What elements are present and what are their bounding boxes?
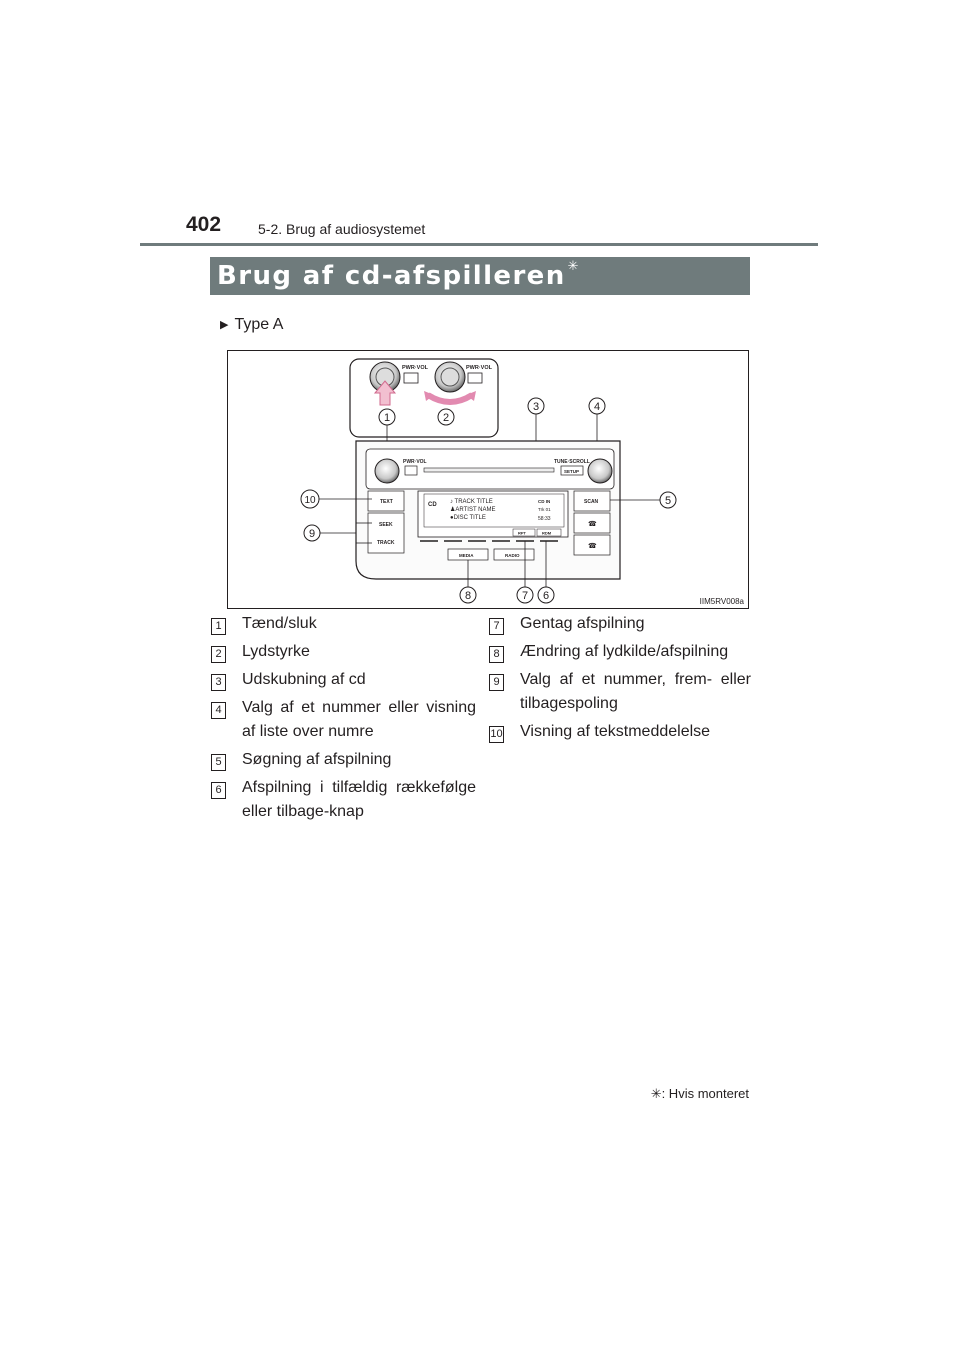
svg-text:☎: ☎ <box>588 542 597 550</box>
callout-3-text: 3 <box>533 401 539 413</box>
legend-number: 9 <box>489 674 504 691</box>
pwr-vol-label-2: PWR·VOL <box>466 365 493 371</box>
callout-4-text: 4 <box>594 401 600 413</box>
rpt-label-box <box>512 528 536 537</box>
scan-button <box>573 490 611 512</box>
tune-scroll-knob <box>587 458 613 484</box>
eject-button <box>404 465 418 476</box>
seek-track-button <box>367 512 405 554</box>
rdm-label: RDM <box>542 531 552 536</box>
section-title: 5-2. Brug af audiosystemet <box>258 221 426 237</box>
legend-number: 1 <box>211 618 226 635</box>
legend-item: 10 Visning af tekstmeddelelse <box>489 720 751 744</box>
legend-item: 2 Lydstyrke <box>211 640 476 664</box>
subheading-text: Type A <box>234 316 284 333</box>
svg-text:☎: ☎ <box>588 520 597 528</box>
legend-number: 7 <box>489 618 504 635</box>
page-title-text: Brug af cd-afspilleren <box>217 261 566 291</box>
tune-scroll-label: TUNE·SCROLL <box>554 459 590 465</box>
callout-2-text: 2 <box>443 412 449 424</box>
media-label: MEDIA <box>459 553 474 558</box>
legend-text: Afspilning i tilfældig rækkefølge eller … <box>242 779 476 820</box>
legend-number: 5 <box>211 754 226 771</box>
legend-item: 4 Valg af et nummer eller visning af list… <box>211 696 476 744</box>
phone-hangup-button <box>573 534 611 556</box>
seek-label: SEEK <box>379 522 393 528</box>
callout-7-text: 7 <box>522 590 528 602</box>
audio-panel-figure: PWR·VOL PWR·VOL 1 2 3 4 <box>227 350 749 609</box>
footnote: ✳: Hvis monteret <box>650 1086 749 1101</box>
legend-item: 6 Afspilning i tilfældig rækkefølge eller… <box>211 776 476 824</box>
callout-1-text: 1 <box>384 412 390 424</box>
callout-8-text: 8 <box>465 590 471 602</box>
display-cd-in: CD IN <box>538 499 550 504</box>
phone-pickup-button <box>573 512 611 534</box>
legend-text: Tænd/sluk <box>242 615 317 632</box>
subheading: ▶ Type A <box>220 316 283 334</box>
setup-label: SETUP <box>564 469 579 474</box>
triangle-bullet-icon: ▶ <box>220 319 229 331</box>
callout-6-text: 6 <box>543 590 549 602</box>
legend-text: Valg af et nummer eller visning af liste… <box>242 699 476 740</box>
display-track-number: Trk 01 <box>538 507 551 512</box>
legend-item: 7 Gentag afspilning <box>489 612 751 636</box>
text-button <box>367 490 405 512</box>
pwr-vol-label-main: PWR·VOL <box>403 459 427 465</box>
legend-item: 5 Søgning af afspilning <box>211 748 476 772</box>
legend-text: Valg af et nummer, frem- eller tilbagesp… <box>520 671 751 712</box>
callout-9-text: 9 <box>309 528 315 540</box>
radio-button <box>493 548 535 561</box>
header-rule <box>140 243 818 246</box>
rpt-label: RPT <box>518 531 527 536</box>
legend-number: 10 <box>489 726 504 743</box>
audio-panel-illustration: PWR·VOL PWR·VOL 1 2 3 4 <box>300 358 677 604</box>
callout-5-text: 5 <box>665 495 671 507</box>
scan-label: SCAN <box>584 499 599 505</box>
disc-slot <box>423 467 555 473</box>
display-artist-name: ♟ARTIST NAME <box>450 506 496 513</box>
legend-text: Lydstyrke <box>242 643 310 660</box>
legend-text: Ændring af lydkilde/afspilning <box>520 643 729 660</box>
turn-arrow-icon <box>426 392 474 405</box>
display-time: 58:33 <box>538 516 551 522</box>
legend-text: Visning af tekstmeddelelse <box>520 723 711 740</box>
legend-number: 6 <box>211 782 226 799</box>
cd-logo: CD <box>428 502 437 508</box>
legend-item: 9 Valg af et nummer, frem- eller tilbages… <box>489 668 751 716</box>
legend-item: 3 Udskubning af cd <box>211 668 476 692</box>
legend-right: 7 Gentag afspilning 8 Ændring af lydkilde/… <box>489 612 751 748</box>
page-number: 402 <box>186 213 222 236</box>
legend-item: 1 Tænd/sluk <box>211 612 476 636</box>
legend-text: Gentag afspilning <box>520 615 645 632</box>
track-label: TRACK <box>377 540 395 546</box>
legend-item: 8 Ændring af lydkilde/afspilning <box>489 640 751 664</box>
power-volume-knob <box>374 458 400 484</box>
callout-10-text: 10 <box>304 495 316 506</box>
radio-label: RADIO <box>505 553 520 558</box>
page-title: Brug af cd-afspilleren✳ <box>210 257 750 295</box>
legend-number: 2 <box>211 646 226 663</box>
pwr-vol-label-1: PWR·VOL <box>402 365 429 371</box>
legend-text: Udskubning af cd <box>242 671 366 688</box>
asterisk-marker: ✳ <box>567 259 580 275</box>
display-track-title: ♪ TRACK TITLE <box>450 499 493 505</box>
rdm-label-box <box>536 528 562 537</box>
legend-number: 3 <box>211 674 226 691</box>
text-label: TEXT <box>380 499 393 505</box>
legend-text: Søgning af afspilning <box>242 751 392 768</box>
setup-button <box>560 465 584 476</box>
figure-code: IIM5RV008a <box>699 597 744 606</box>
callout-2 <box>437 408 455 426</box>
legend-number: 4 <box>211 702 226 719</box>
press-arrow-icon <box>373 380 397 406</box>
legend-number: 8 <box>489 646 504 663</box>
display-disc-title: ●DISC TITLE <box>450 515 486 521</box>
